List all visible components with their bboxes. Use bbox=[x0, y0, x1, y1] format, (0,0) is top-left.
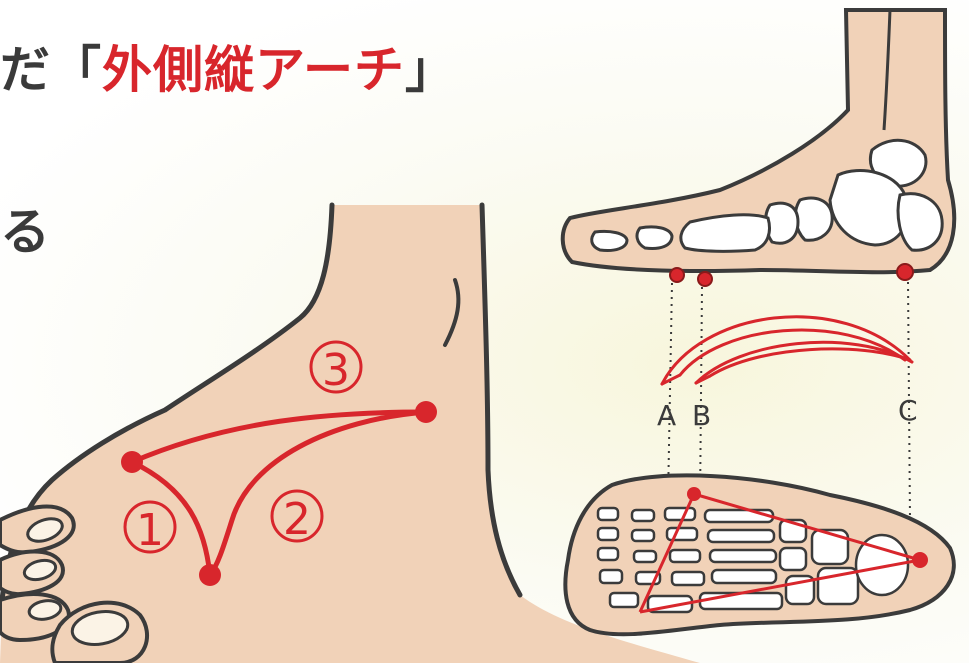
side-point-c bbox=[897, 264, 913, 280]
arch-curve-bc-inner bbox=[710, 349, 910, 376]
arch-point-toe bbox=[121, 451, 143, 473]
side-view-foot bbox=[563, 10, 954, 286]
side-point-b bbox=[698, 272, 712, 286]
sole-view-foot bbox=[565, 475, 953, 634]
point-labels: A B C bbox=[657, 394, 918, 432]
side-point-a bbox=[670, 268, 684, 282]
arch-point-little-toe bbox=[199, 564, 221, 586]
point-label-c: C bbox=[898, 394, 918, 427]
arch-point-heel bbox=[415, 401, 437, 423]
point-label-a: A bbox=[657, 399, 676, 432]
arch-number-3-label: 3 bbox=[322, 345, 350, 396]
point-label-b: B bbox=[692, 399, 711, 432]
arch-lines bbox=[662, 317, 912, 384]
arch-curve-bc bbox=[696, 342, 912, 383]
arch-number-2-label: 2 bbox=[283, 494, 311, 545]
arch-number-1-label: 1 bbox=[136, 505, 164, 556]
